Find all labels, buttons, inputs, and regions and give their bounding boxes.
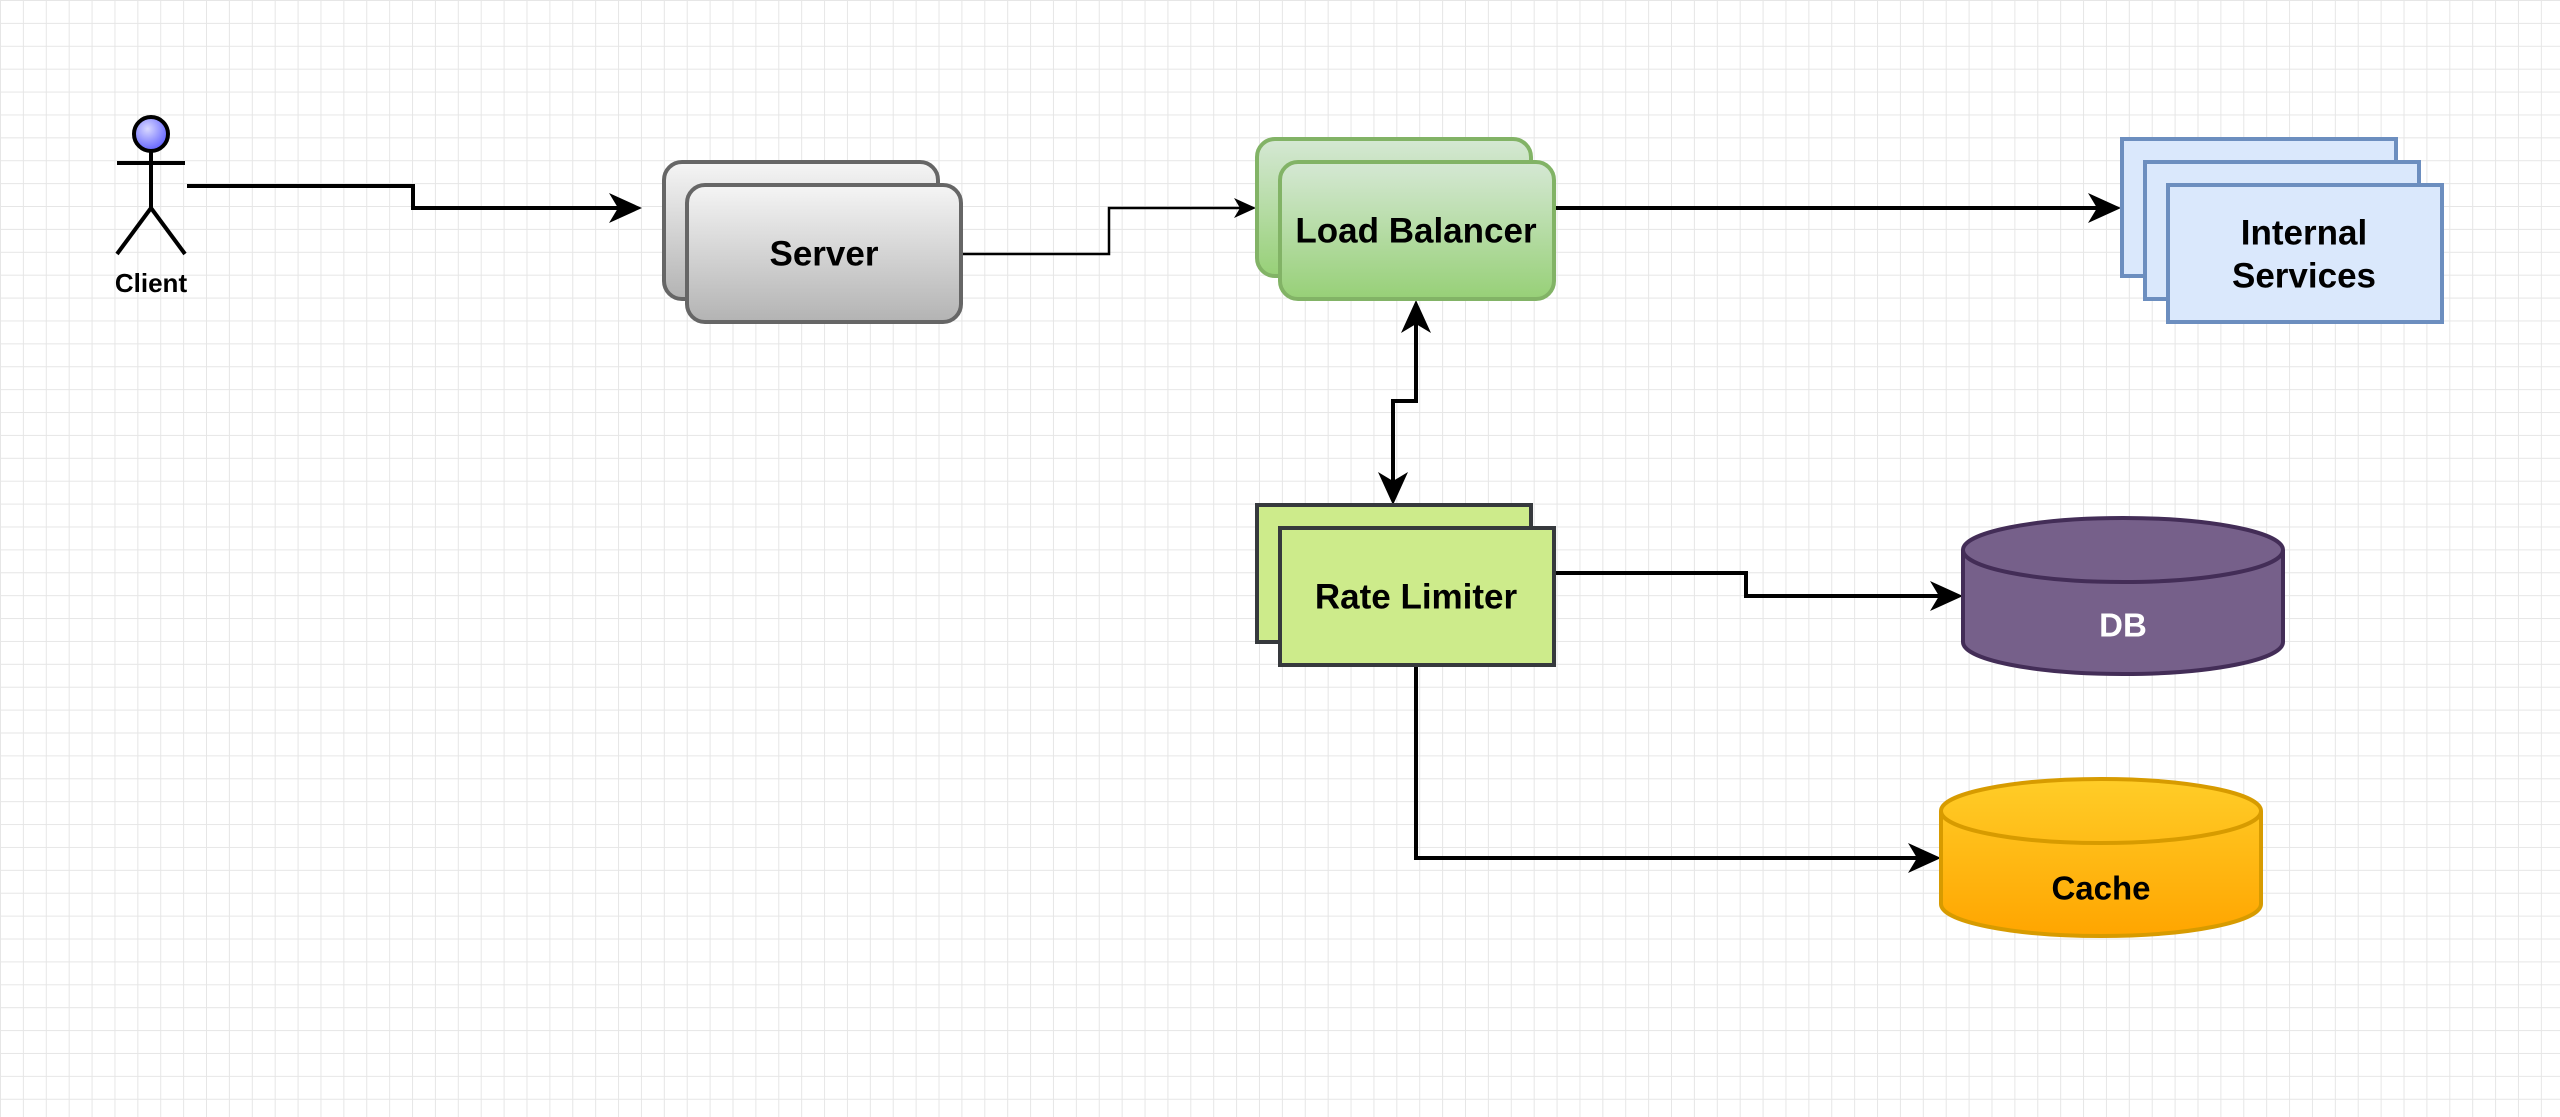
database-cylinder-icon — [1961, 516, 2285, 676]
edge-server-to-load-balancer[interactable] — [961, 198, 1256, 256]
cache-label: Cache — [2051, 870, 2150, 907]
server-label: Server — [770, 235, 879, 274]
internal-services-label-line2: Services — [2232, 257, 2376, 296]
arrowhead-icon — [1378, 472, 1408, 505]
edge-rate-limiter-to-cache[interactable] — [1414, 665, 1941, 873]
edge-rate-limiter-to-db[interactable] — [1554, 571, 1963, 611]
internal-services-label-line1: Internal — [2241, 214, 2367, 253]
db-node[interactable]: DB — [1961, 516, 2285, 676]
person-icon — [115, 115, 187, 256]
arrowhead-icon — [1930, 581, 1963, 611]
client-actor[interactable]: Client — [115, 115, 188, 298]
cache-node[interactable]: Cache — [1939, 777, 2263, 938]
rate-limiter-label: Rate Limiter — [1315, 578, 1518, 617]
arrowhead-icon — [1908, 843, 1941, 873]
client-label: Client — [115, 268, 188, 298]
edge-load-balancer-rate-limiter-bidirectional[interactable] — [1378, 300, 1431, 505]
db-label: DB — [2099, 607, 2147, 644]
cache-cylinder-icon — [1939, 777, 2263, 938]
internal-services-node[interactable]: Internal Services — [2120, 137, 2444, 324]
load-balancer-node[interactable]: Load Balancer — [1255, 137, 1556, 301]
load-balancer-label: Load Balancer — [1295, 212, 1537, 251]
rate-limiter-node[interactable]: Rate Limiter — [1255, 503, 1556, 667]
server-node[interactable]: Server — [662, 160, 963, 324]
arrowhead-icon — [1234, 198, 1256, 218]
edge-load-balancer-to-internal-services[interactable] — [1555, 193, 2121, 223]
arrowhead-icon — [609, 193, 642, 223]
arrowhead-icon — [1401, 300, 1431, 333]
arrowhead-icon — [2088, 193, 2121, 223]
edge-client-to-server[interactable] — [187, 184, 642, 223]
